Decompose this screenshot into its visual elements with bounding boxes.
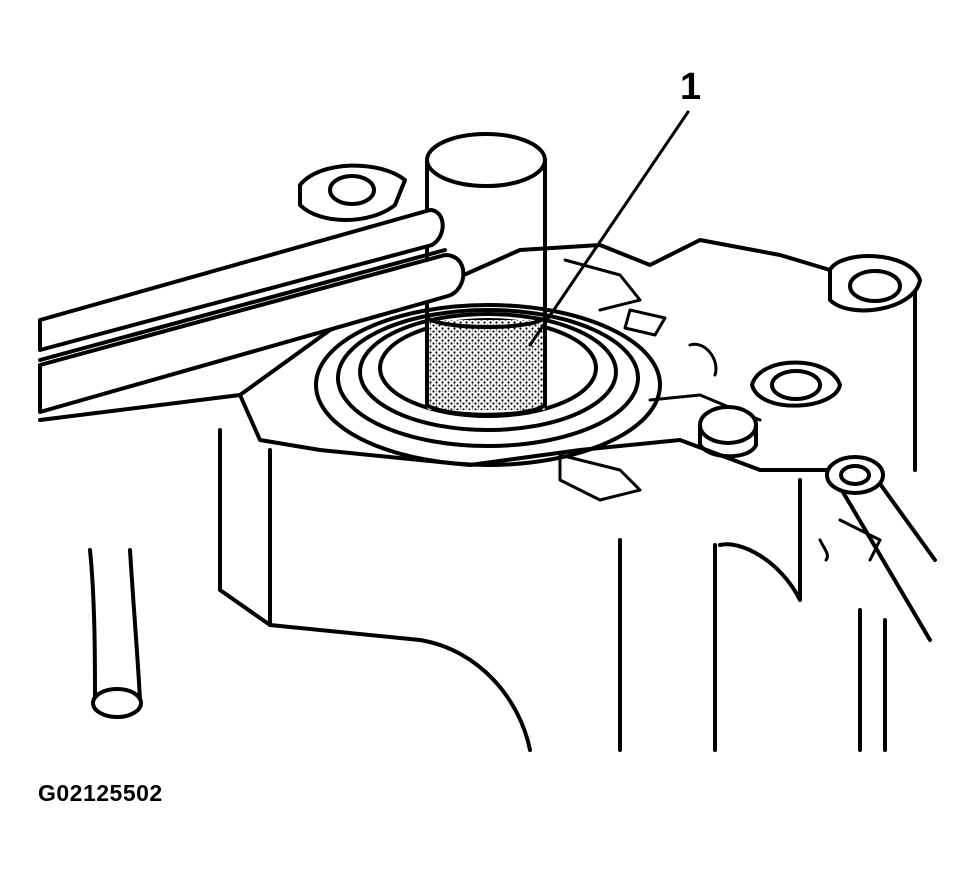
mounting-boss-right	[828, 254, 922, 313]
seal-bore	[314, 303, 662, 467]
mounting-boss-center	[750, 360, 842, 408]
mallet-handle	[38, 208, 466, 414]
mounting-boss-front	[825, 455, 885, 495]
rod-end	[88, 548, 143, 719]
callout-1-leader	[528, 110, 690, 347]
figure-id: G02125502	[38, 780, 163, 806]
transaxle-housing	[38, 238, 937, 752]
dowel-pin	[698, 405, 758, 459]
callout-1-label: 1	[680, 66, 702, 108]
mounting-boss-left	[298, 163, 407, 222]
